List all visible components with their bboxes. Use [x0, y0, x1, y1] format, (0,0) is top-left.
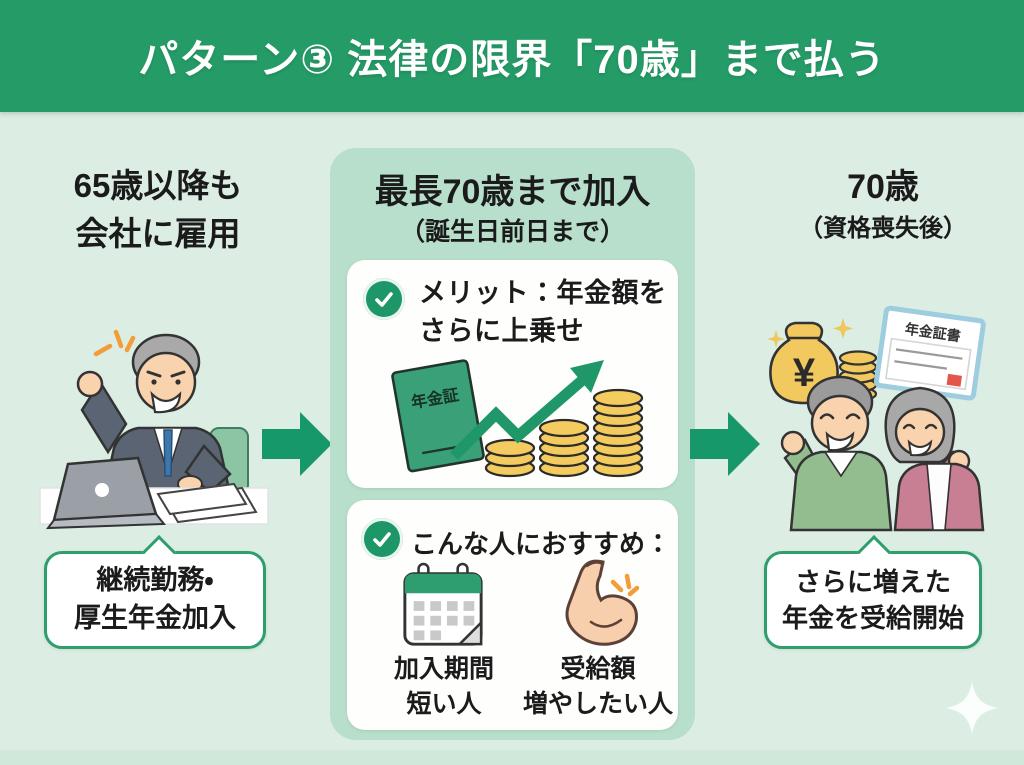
retired-couple-illustration: ¥ 年金証書 [767, 305, 986, 532]
laptop-base [45, 512, 167, 530]
coin-stacks [484, 388, 644, 478]
fist [76, 370, 104, 398]
gold-sparkles [767, 318, 853, 348]
recommend-card: こんな人におすすめ： [347, 500, 678, 730]
right-column-heading: 70歳 （資格喪失後） [758, 164, 1008, 245]
muscle-icon [565, 559, 640, 646]
center-panel: 最長70歳まで加入 （誕生日前日まで） メリット：年金額を さらに上乗せ 年金証 [330, 148, 695, 740]
recommend-item-label: 受給額 増やしたい人 [522, 655, 673, 718]
left-column-heading: 65歳以降も 会社に雇用 [18, 162, 298, 258]
right-bubble-line1: さらに増えた [794, 566, 951, 597]
left-heading-line1: 65歳以降も [73, 167, 243, 204]
emphasis-sparks [93, 329, 136, 357]
right-bubble-line2: 年金を受給開始 [781, 603, 964, 633]
header-banner: パターン③ 法律の限界「70歳」まで払う [0, 0, 1024, 112]
tie [163, 429, 173, 477]
right-heading: 70歳 [847, 168, 919, 206]
page-title: パターン③ 法律の限界「70歳」まで払う [138, 38, 886, 82]
yen-symbol: ¥ [793, 351, 816, 395]
recommend-item-label: 加入期間 短い人 [393, 655, 494, 718]
merit-text: メリット：年金額を さらに上乗せ [419, 278, 667, 347]
senior-worker-illustration [39, 329, 269, 530]
arrow-right-icon [262, 412, 332, 476]
smile [150, 390, 182, 414]
center-subheading: （誕生日前日まで） [399, 218, 625, 246]
left-heading-line2: 会社に雇用 [75, 214, 241, 252]
arrow-right-icon [690, 412, 760, 476]
center-heading: 最長70歳まで加入 [374, 173, 651, 211]
check-icon [363, 278, 405, 320]
pension-growth-illustration: 年金証 [391, 359, 644, 478]
pension-certificate: 年金証書 [873, 305, 986, 401]
bottom-strip [0, 750, 1024, 765]
hairline [137, 342, 195, 370]
certificate-title: 年金証書 [904, 321, 962, 345]
sparkle-icon [946, 682, 998, 734]
right-subheading: （資格喪失後） [799, 214, 967, 242]
man-sweater [789, 450, 893, 532]
calendar-icon [403, 562, 483, 646]
laptop-logo [95, 483, 109, 497]
pension-book: 年金証 [391, 359, 485, 473]
retired-man [780, 375, 893, 532]
left-bubble-line1: 継続勤務・ [96, 565, 214, 596]
merit-card: メリット：年金額を さらに上乗せ 年金証 [347, 260, 678, 488]
retired-woman [884, 386, 985, 532]
right-speech-bubble: さらに増えた 年金を受給開始 [764, 535, 982, 649]
man-fist [780, 430, 806, 456]
left-speech-bubble: 継続勤務・ 厚生年金加入 [44, 535, 266, 649]
red-seal [946, 373, 963, 387]
recommend-title: こんな人におすすめ： [411, 529, 672, 559]
growth-arrow-icon [450, 360, 604, 460]
check-icon [361, 518, 403, 560]
left-bubble-line2: 厚生年金加入 [74, 603, 236, 633]
